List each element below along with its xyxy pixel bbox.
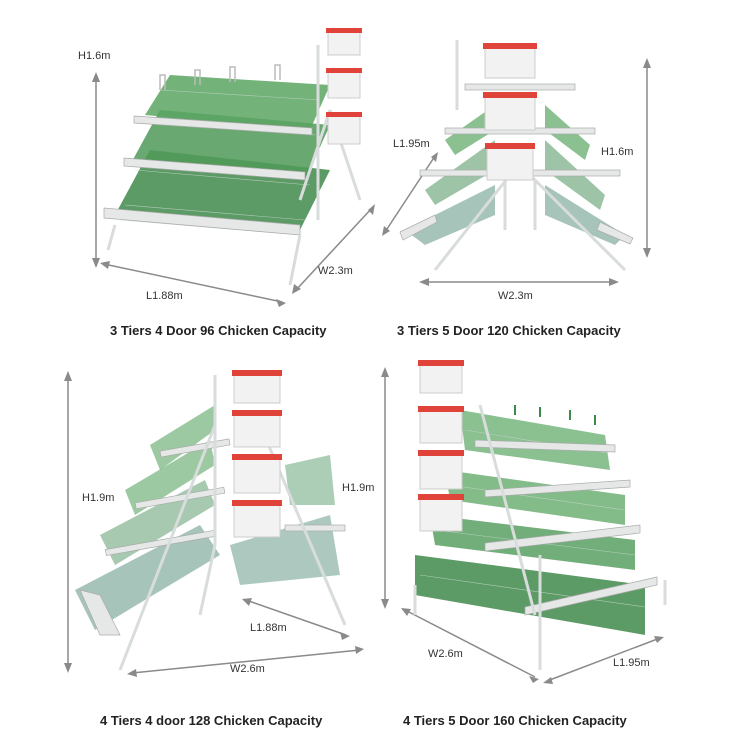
cage-illustration <box>64 370 364 677</box>
cage-illustration <box>92 28 375 307</box>
capacity-caption: 4 Tiers 4 door 128 Chicken Capacity <box>100 713 323 728</box>
length-label: L1.88m <box>250 622 287 634</box>
capacity-caption: 3 Tiers 4 Door 96 Chicken Capacity <box>110 323 327 338</box>
height-label: H1.9m <box>342 482 375 494</box>
length-label: L1.88m <box>146 290 183 302</box>
capacity-caption: 3 Tiers 5 Door 120 Chicken Capacity <box>397 323 621 338</box>
cage-illustration <box>381 360 667 684</box>
capacity-caption: 4 Tiers 5 Door 160 Chicken Capacity <box>403 713 627 728</box>
height-label: H1.6m <box>78 50 111 62</box>
height-label: H1.6m <box>601 146 634 158</box>
cage-panel-4-tiers-5-door: H1.9m W2.6m L1.95m 4 Tiers 5 Door 160 Ch… <box>342 345 750 750</box>
width-label: W2.6m <box>428 648 463 660</box>
length-label: L1.95m <box>393 138 430 150</box>
cage-panel-4-tiers-4-door: H1.9m L1.88m W2.6m 4 Tiers 4 door 128 Ch… <box>0 345 375 750</box>
length-label: L1.95m <box>613 657 650 669</box>
width-label: W2.3m <box>498 290 533 302</box>
width-label: W2.3m <box>318 265 353 277</box>
height-label: H1.9m <box>82 492 115 504</box>
cage-panel-3-tiers-5-door: L1.95m H1.6m W2.3m 3 Tiers 5 Door 120 Ch… <box>375 0 750 345</box>
cage-illustration <box>382 40 651 286</box>
cage-panel-3-tiers-4-door: H1.6m L1.88m W2.3m 3 Tiers 4 Door 96 Chi… <box>0 0 375 345</box>
width-label: W2.6m <box>230 663 265 675</box>
